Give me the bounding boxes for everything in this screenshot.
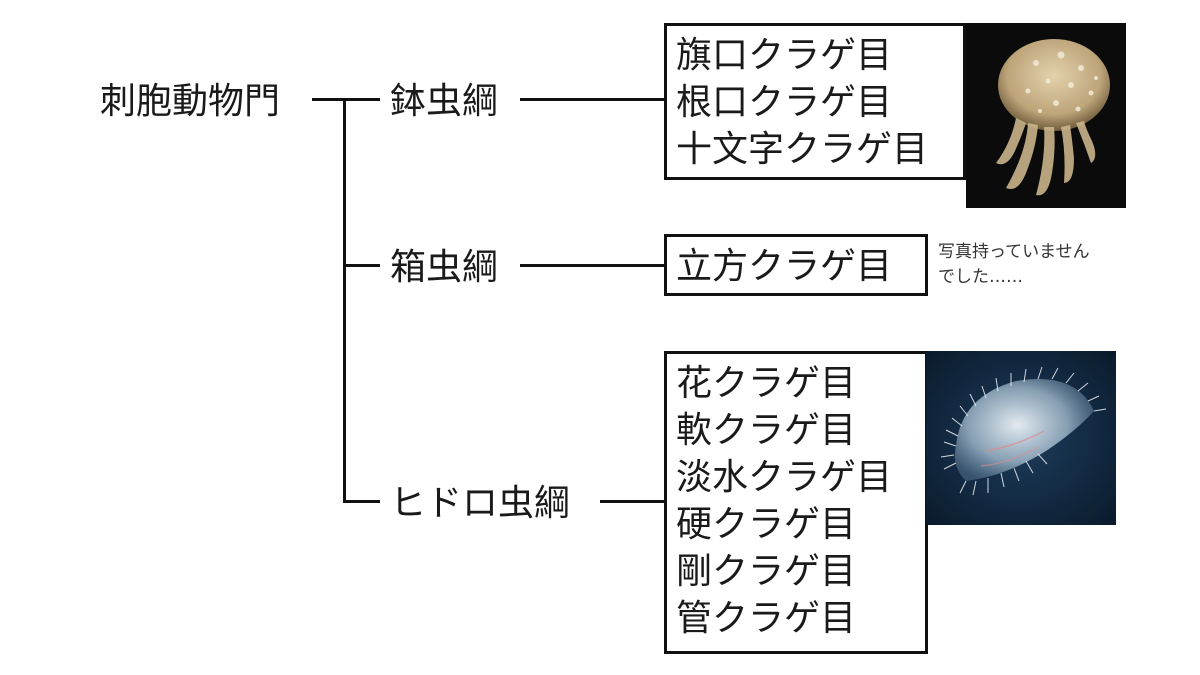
order-item: 淡水クラゲ目 xyxy=(676,457,893,498)
tree-trunk-line xyxy=(343,98,346,503)
connector-hydrozoa-orders xyxy=(600,500,666,503)
order-item: 剛クラゲ目 xyxy=(676,551,857,592)
order-item: 花クラゲ目 xyxy=(676,363,857,404)
branch-line-scyphozoa xyxy=(343,98,380,101)
no-photo-note-line2: でした…… xyxy=(938,267,1023,287)
orders-box-hydrozoa: 花クラゲ目 軟クラゲ目 淡水クラゲ目 硬クラゲ目 剛クラゲ目 管クラゲ目 xyxy=(664,351,928,654)
order-item: 十文字クラゲ目 xyxy=(676,129,929,170)
branch-line-cubozoa xyxy=(343,264,380,267)
phylum-label: 刺胞動物門 xyxy=(100,81,281,122)
branch-line-hydrozoa xyxy=(343,500,380,503)
order-item: 管クラゲ目 xyxy=(676,598,857,639)
order-item: 旗口クラゲ目 xyxy=(676,35,893,76)
phylum-connector-line xyxy=(312,98,370,101)
no-photo-note: 写真持っていません でした…… xyxy=(938,240,1090,290)
class-label-cubozoa: 箱虫綱 xyxy=(390,247,499,288)
connector-scyphozoa-orders xyxy=(520,98,666,101)
orders-box-scyphozoa: 旗口クラゲ目 根口クラゲ目 十文字クラゲ目 xyxy=(664,23,966,180)
no-photo-note-line1: 写真持っていません xyxy=(938,242,1090,262)
orders-box-cubozoa: 立方クラゲ目 xyxy=(664,234,928,296)
order-item: 硬クラゲ目 xyxy=(676,504,857,545)
order-item: 根口クラゲ目 xyxy=(676,82,893,123)
order-item: 立方クラゲ目 xyxy=(676,246,893,287)
jellyfish-illustration-icon xyxy=(996,39,1110,196)
class-label-hydrozoa: ヒドロ虫綱 xyxy=(390,483,571,524)
order-item: 軟クラゲ目 xyxy=(676,410,857,451)
connector-cubozoa-orders xyxy=(520,264,666,267)
hydromedusa-photo xyxy=(926,351,1116,525)
spotted-jellyfish-photo xyxy=(966,23,1126,208)
hydromedusa-illustration-icon xyxy=(926,351,1116,525)
class-label-scyphozoa: 鉢虫綱 xyxy=(390,81,499,122)
